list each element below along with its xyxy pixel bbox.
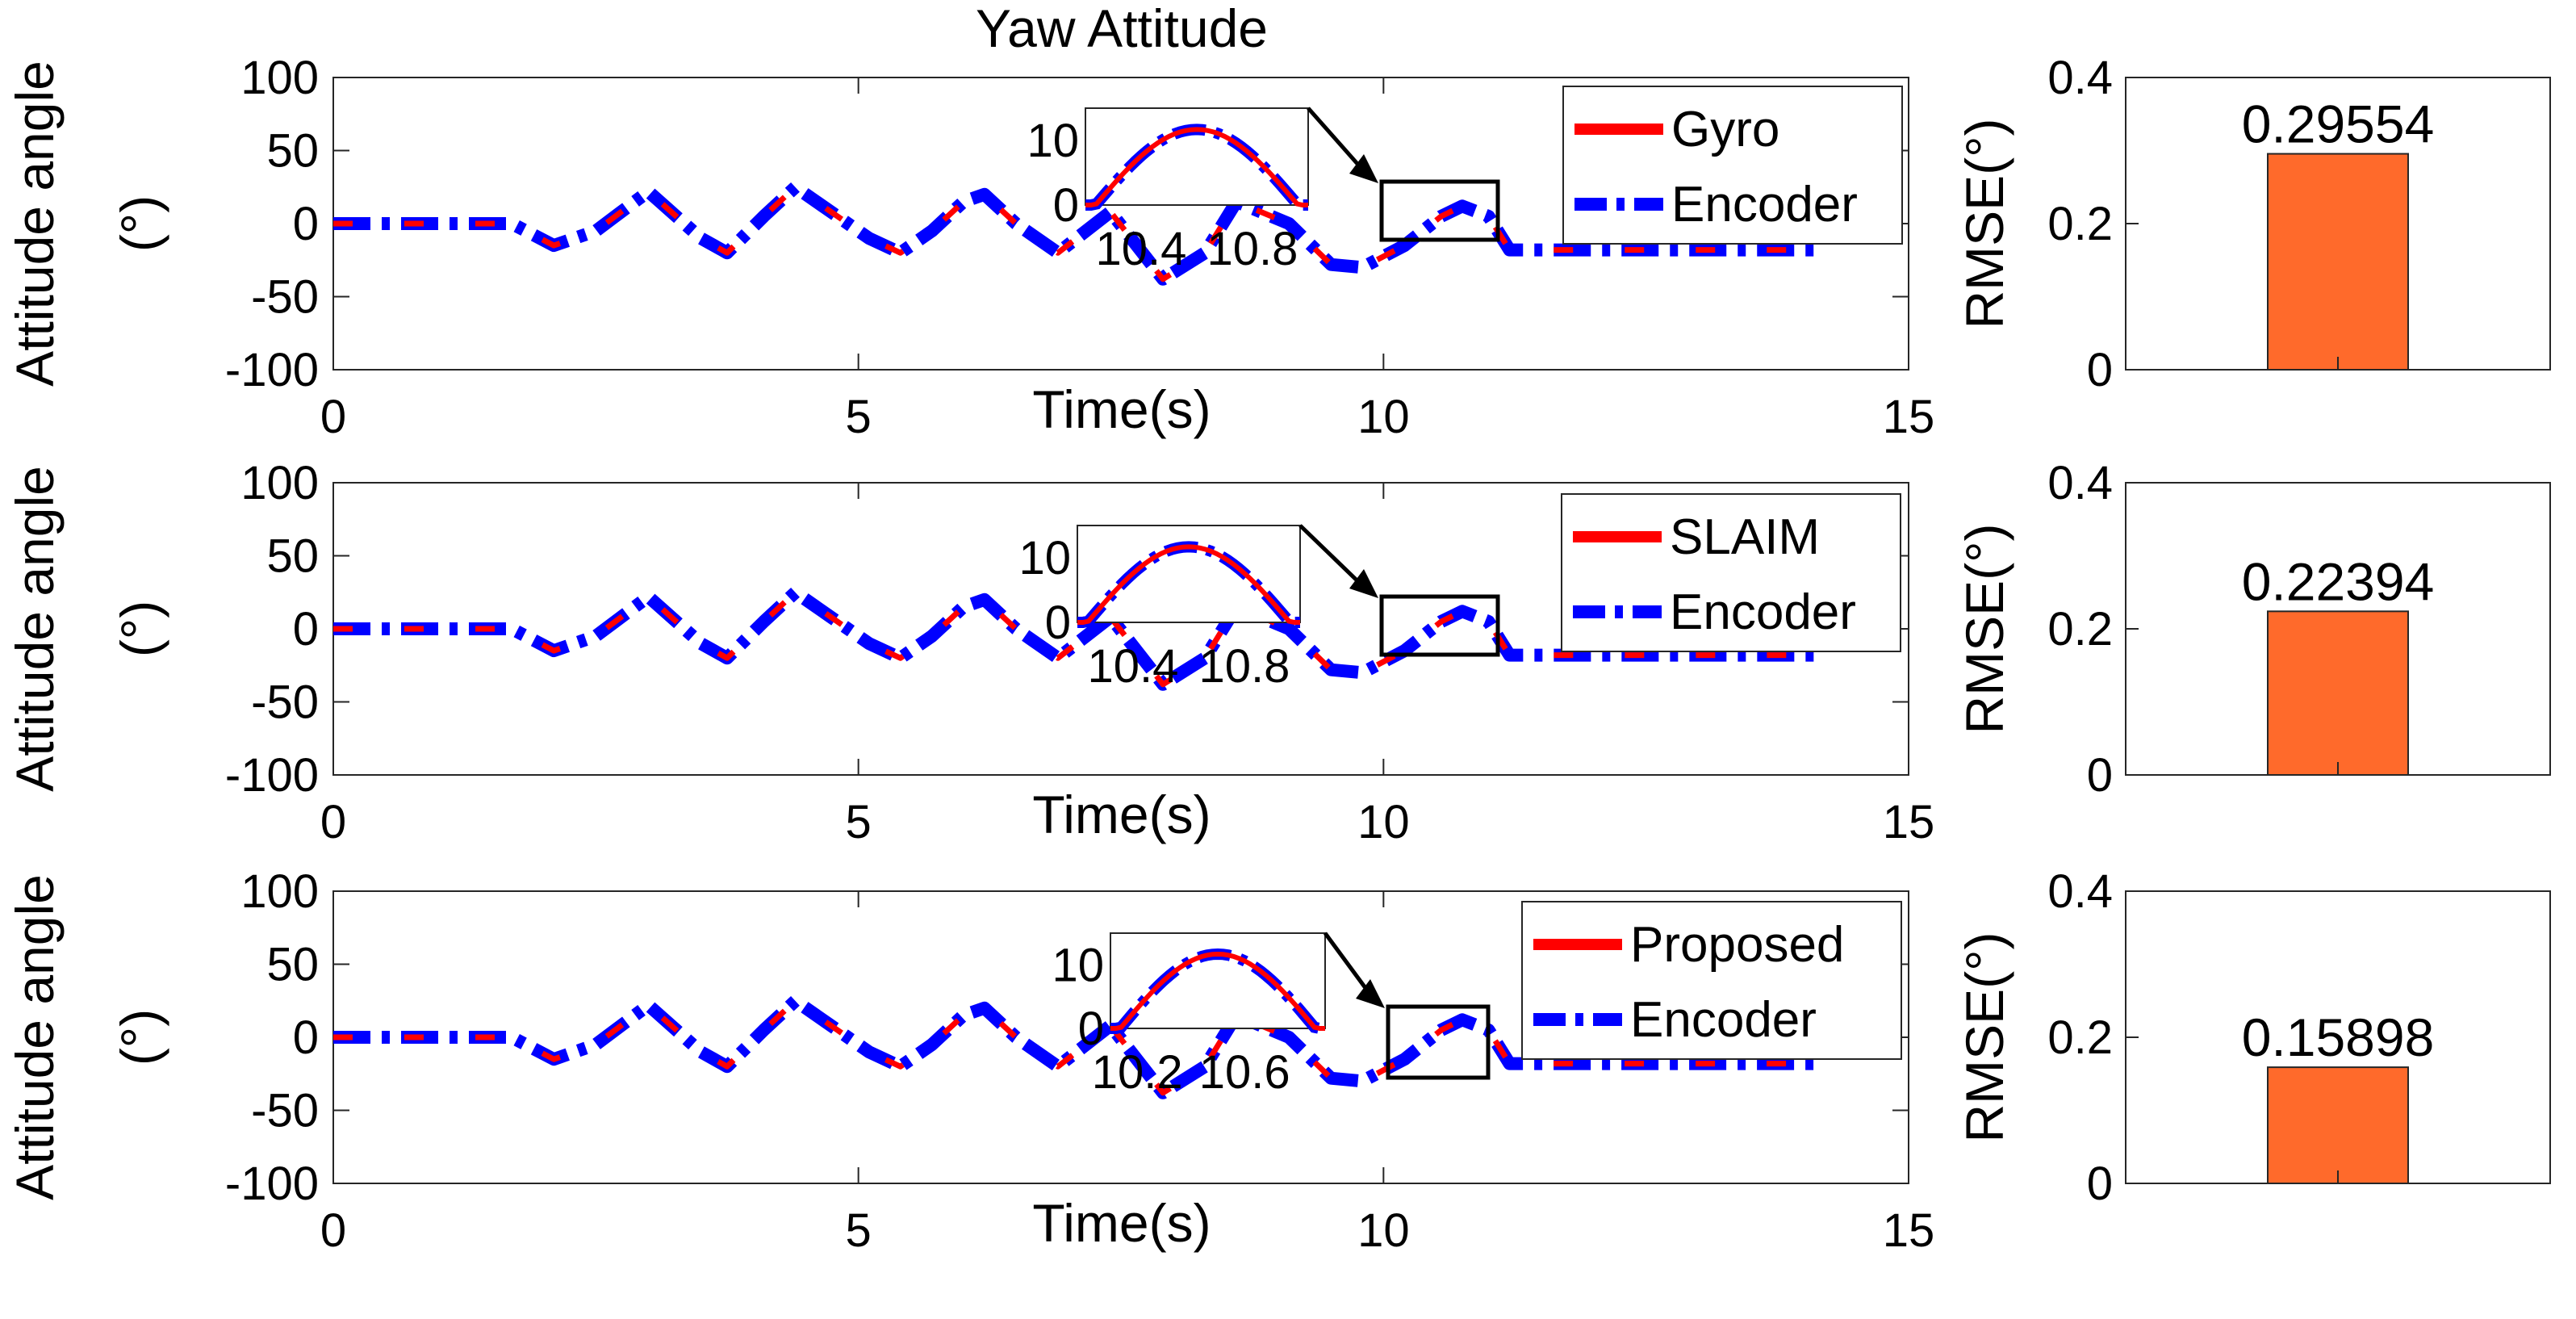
y-tick-label: -50 <box>251 676 319 729</box>
zoom-region-box <box>1386 1004 1491 1080</box>
x-tick-label: 0 <box>320 391 346 443</box>
inset-series-proposed <box>1110 951 1325 1031</box>
y-axis-label: RMSE(°) <box>1955 523 2014 734</box>
inset-frame <box>1077 525 1301 623</box>
y-tick-label: 0 <box>2087 344 2113 396</box>
y-axis-label: Attitude angle <box>5 61 65 387</box>
bar-value-label: 0.29554 <box>2242 94 2435 154</box>
y-tick-label: 0.2 <box>2047 198 2113 250</box>
inset-x-tick-label: 10.6 <box>1199 1046 1290 1099</box>
inset-x-tick-label: 10.4 <box>1088 640 1179 693</box>
zoom-arrow-head <box>1349 569 1378 598</box>
inset-y-tick-label: 10 <box>1052 939 1104 991</box>
bar-panel-2: 0.4 0.2 0 RMSE(°) 0.22394 <box>1955 457 2551 802</box>
legend-label: Gyro <box>1671 102 1779 157</box>
y-tick-label: 0.2 <box>2047 1011 2113 1064</box>
x-axis-label: Time(s) <box>1032 379 1211 439</box>
y-tick-label: -100 <box>225 1158 319 1210</box>
x-tick-label: 15 <box>1883 796 1935 848</box>
inset-x-tick-label: 10.8 <box>1199 640 1290 693</box>
rmse-bar <box>2267 610 2409 776</box>
inset-frame <box>1085 107 1309 206</box>
x-tick-label: 0 <box>320 796 346 848</box>
inset-x-tick-label: 10.4 <box>1096 223 1187 275</box>
zoom-region-box <box>1379 179 1500 242</box>
legend-box <box>1561 493 1901 652</box>
y-tick-label: 0.4 <box>2047 457 2113 509</box>
bar-panel-3: 0.4 0.2 0 RMSE(°) 0.15898 <box>1955 865 2551 1210</box>
rmse-bar <box>2267 153 2409 371</box>
y-tick-label: 0 <box>2087 1158 2113 1210</box>
legend-label: Encoder <box>1630 992 1817 1048</box>
legend-label: Encoder <box>1670 584 1856 640</box>
inset-y-tick-label: 0 <box>1053 179 1079 232</box>
inset-series-gyro <box>1085 127 1308 207</box>
legend-label: Proposed <box>1630 917 1844 973</box>
inset-y-tick-label: 10 <box>1027 115 1079 167</box>
inset-frame <box>1110 932 1326 1029</box>
y-tick-label: 0.4 <box>2047 865 2113 918</box>
y-tick-label: 0 <box>2087 749 2113 802</box>
legend-label: SLAIM <box>1670 509 1820 565</box>
x-tick-label: 15 <box>1883 1204 1935 1257</box>
y-tick-label: 0 <box>293 1011 319 1064</box>
y-axis-unit: (°) <box>110 195 169 252</box>
x-axis-label: Time(s) <box>1032 785 1211 844</box>
y-tick-label: 50 <box>266 939 319 991</box>
inset-x-tick-label: 10.2 <box>1092 1046 1183 1099</box>
y-axis-unit: (°) <box>110 601 169 657</box>
legend-box <box>1521 901 1902 1060</box>
y-tick-label: 100 <box>240 457 319 509</box>
y-tick-label: 100 <box>240 52 319 104</box>
bar-value-label: 0.15898 <box>2242 1007 2435 1067</box>
zoom-arrow-head <box>1356 979 1385 1008</box>
y-tick-label: -100 <box>225 344 319 396</box>
legend-box <box>1562 86 1903 245</box>
inset-series-slaim <box>1077 544 1300 625</box>
y-tick-label: 0 <box>293 198 319 250</box>
zoom-region-box <box>1379 594 1500 657</box>
x-tick-label: 0 <box>320 1204 346 1257</box>
y-axis-label: RMSE(°) <box>1955 118 2014 329</box>
y-tick-label: 50 <box>266 125 319 178</box>
x-tick-label: 5 <box>846 391 872 443</box>
x-tick-label: 5 <box>846 1204 872 1257</box>
y-tick-label: 0.2 <box>2047 603 2113 655</box>
y-tick-label: 0 <box>293 603 319 655</box>
x-axis-label: Time(s) <box>1032 1193 1211 1253</box>
inset-y-tick-label: 0 <box>1045 597 1071 649</box>
legend-label: Encoder <box>1671 177 1858 232</box>
bar-panel-1: 0.4 0.2 0 RMSE(°) 0.29554 <box>1955 52 2551 396</box>
zoom-arrow-head <box>1349 154 1378 183</box>
y-axis-label: RMSE(°) <box>1955 932 2014 1142</box>
y-axis-label: Attitude angle <box>5 874 65 1200</box>
bar-value-label: 0.22394 <box>2242 551 2435 611</box>
x-tick-label: 10 <box>1357 1204 1410 1257</box>
x-tick-label: 10 <box>1357 391 1410 443</box>
y-axis-unit: (°) <box>110 1009 169 1066</box>
inset-x-tick-label: 10.8 <box>1207 223 1298 275</box>
y-axis-label: Attitude angle <box>5 466 65 792</box>
x-tick-label: 10 <box>1357 796 1410 848</box>
y-tick-label: 50 <box>266 530 319 583</box>
inset-y-tick-label: 0 <box>1078 1003 1104 1055</box>
x-tick-label: 5 <box>846 796 872 848</box>
y-tick-label: -100 <box>225 749 319 802</box>
rmse-bar <box>2267 1066 2409 1184</box>
y-tick-label: 0.4 <box>2047 52 2113 104</box>
y-tick-label: -50 <box>251 271 319 324</box>
inset-y-tick-label: 10 <box>1018 532 1071 584</box>
y-tick-label: 100 <box>240 865 319 918</box>
x-tick-label: 15 <box>1883 391 1935 443</box>
y-tick-label: -50 <box>251 1085 319 1137</box>
series-line-encoder <box>333 994 1814 1099</box>
series-line-encoder <box>333 585 1814 691</box>
figure-title: Yaw Attitude <box>976 0 1268 58</box>
